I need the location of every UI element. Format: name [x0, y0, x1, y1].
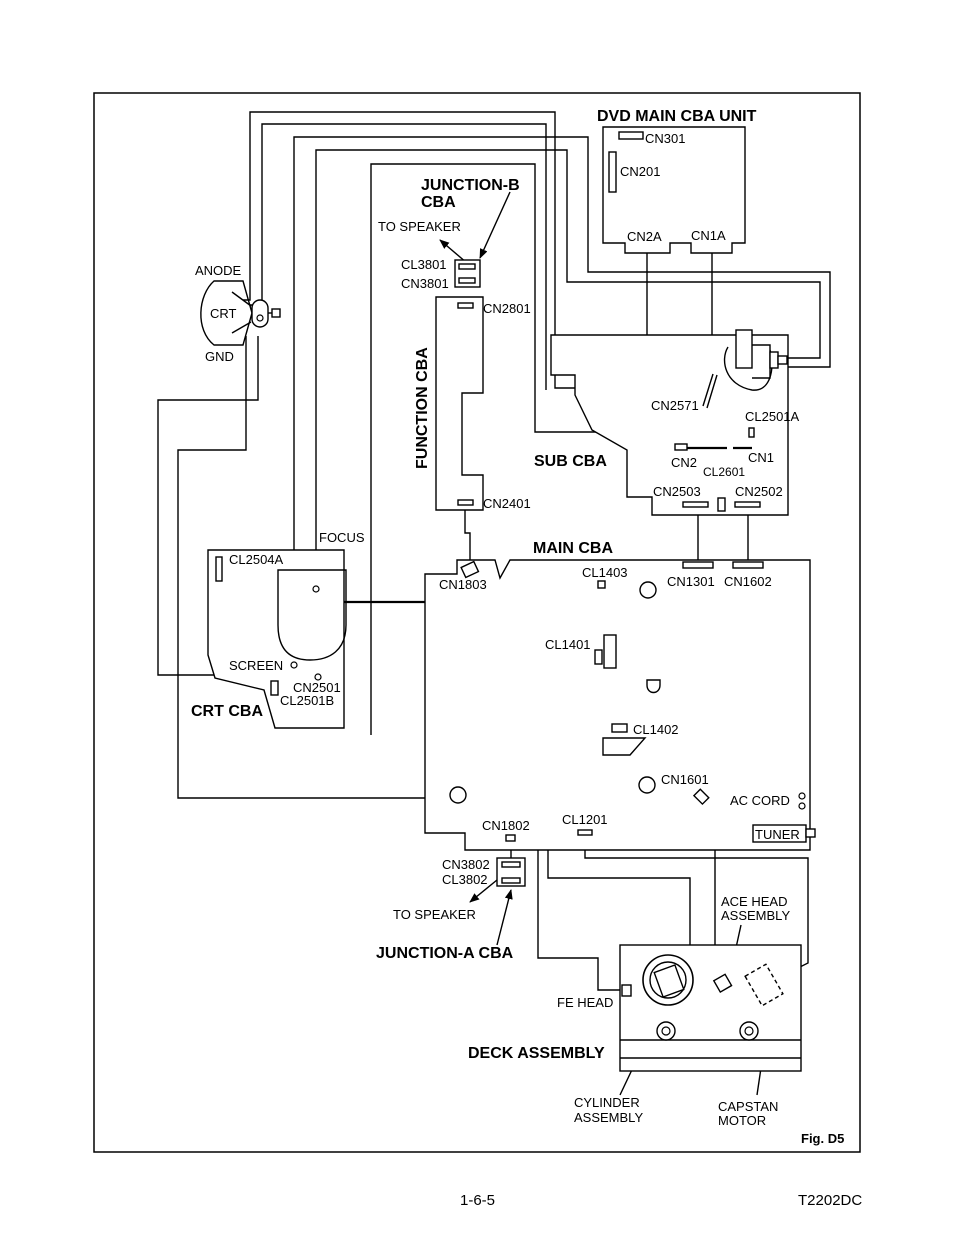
cl1401-label: CL1401 — [545, 637, 591, 652]
function-cba-title: FUNCTION CBA — [414, 347, 431, 469]
cn301-label: CN301 — [645, 131, 685, 146]
cylinder-label-1: CYLINDER — [574, 1095, 640, 1110]
cn2-label: CN2 — [671, 455, 697, 470]
tuner-label: TUNER — [755, 827, 800, 842]
cn2a-label: CN2A — [627, 229, 662, 244]
cn2571-label: CN2571 — [651, 398, 699, 413]
screen-label: SCREEN — [229, 658, 283, 673]
to-speaker-bottom-label: TO SPEAKER — [393, 907, 476, 922]
deck-assembly — [619, 944, 802, 1072]
ace-head-label-1: ACE HEAD — [721, 894, 787, 909]
cylinder-label-2: ASSEMBLY — [574, 1110, 643, 1125]
capstan-label-2: MOTOR — [718, 1113, 766, 1128]
to-speaker-top-label: TO SPEAKER — [378, 219, 461, 234]
crt-cba-title: CRT CBA — [191, 703, 263, 720]
cn1-label: CN1 — [748, 450, 774, 465]
cl2501a-label: CL2501A — [745, 409, 800, 424]
sub-cba — [550, 329, 789, 516]
figure-label: Fig. D5 — [801, 1131, 844, 1146]
junction-b-title: JUNCTION-B — [421, 177, 520, 194]
cn2502-label: CN2502 — [735, 484, 783, 499]
junction-a-cba — [496, 857, 526, 887]
gnd-label: GND — [205, 349, 234, 364]
diagram-frame — [93, 92, 861, 1153]
cn1301-label: CN1301 — [667, 574, 715, 589]
cn1601-label: CN1601 — [661, 772, 709, 787]
junction-b-cba-title: CBA — [421, 194, 456, 211]
capstan-label-1: CAPSTAN — [718, 1099, 778, 1114]
function-cba — [435, 296, 484, 511]
cn2503-label: CN2503 — [653, 484, 701, 499]
deck-assembly-title: DECK ASSEMBLY — [468, 1045, 605, 1062]
model-number: T2202DC — [798, 1192, 863, 1209]
cn3802-label: CN3802 — [442, 857, 490, 872]
cl3802-label: CL3802 — [442, 872, 488, 887]
crt-label: CRT — [210, 306, 237, 321]
cl2501b-label: CL2501B — [280, 693, 334, 708]
cl2601-label: CL2601 — [703, 465, 745, 479]
junction-a-title: JUNCTION-A CBA — [376, 945, 514, 962]
cl3801-label: CL3801 — [401, 257, 447, 272]
cn1803-label: CN1803 — [439, 577, 487, 592]
cn3801-label: CN3801 — [401, 276, 449, 291]
cn2401-label: CN2401 — [483, 496, 531, 511]
cl2504a-label: CL2504A — [229, 552, 284, 567]
cn201-label: CN201 — [620, 164, 660, 179]
main-cba — [424, 559, 816, 851]
fe-head-label: FE HEAD — [557, 995, 613, 1010]
ace-head-label-2: ASSEMBLY — [721, 908, 790, 923]
cn2801-label: CN2801 — [483, 301, 531, 316]
sub-cba-title: SUB CBA — [534, 453, 607, 470]
crt-cba — [207, 549, 347, 729]
page-number: 1-6-5 — [460, 1192, 496, 1209]
dvd-main-cba-title: DVD MAIN CBA UNIT — [597, 108, 757, 125]
anode-label: ANODE — [195, 263, 242, 278]
cl1402-label: CL1402 — [633, 722, 679, 737]
dvd-main-cba-unit — [602, 126, 746, 254]
cn2501-label: CN2501 — [293, 680, 341, 695]
crt-tube — [200, 280, 281, 346]
cl1403-label: CL1403 — [582, 565, 628, 580]
ac-cord-label: AC CORD — [730, 793, 790, 808]
cl1201-label: CL1201 — [562, 812, 608, 827]
cn1602-label: CN1602 — [724, 574, 772, 589]
main-cba-title: MAIN CBA — [533, 540, 613, 557]
focus-label: FOCUS — [319, 530, 365, 545]
junction-b-cba — [454, 259, 481, 288]
cn1802-label: CN1802 — [482, 818, 530, 833]
diagram-labels: DVD MAIN CBA UNIT CN301 CN201 CN2A CN1A … — [191, 108, 844, 1146]
cn1a-label: CN1A — [691, 228, 726, 243]
